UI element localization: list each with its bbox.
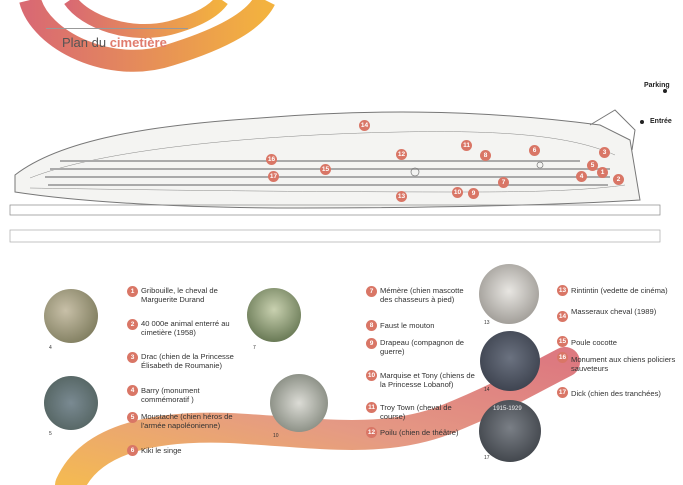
legend-number: 12 [366, 427, 377, 438]
map-marker[interactable]: 7 [498, 177, 509, 188]
map-marker[interactable]: 4 [576, 171, 587, 182]
legend-item: Barry (monument commémoratif ) [141, 386, 200, 404]
photo-circle [44, 289, 98, 343]
map-marker[interactable]: 10 [452, 187, 463, 198]
legend-item: Marquise et Tony (chiens de la Princesse… [380, 371, 475, 389]
legend-number: 13 [557, 285, 568, 296]
legend-item: Gribouille, le cheval de Marguerite Dura… [141, 286, 218, 304]
map-marker[interactable]: 8 [480, 150, 491, 161]
map-marker[interactable]: 13 [396, 191, 407, 202]
legend-number: 15 [557, 336, 568, 347]
legend-number: 14 [557, 311, 568, 322]
legend-item: Rintintin (vedette de cinéma) [571, 286, 668, 295]
photo-label: 7 [253, 345, 256, 351]
legend-number: 3 [127, 352, 138, 363]
photo-label: 17 [484, 455, 490, 461]
title-prefix: Plan du [62, 35, 110, 50]
photo-label: 4 [49, 345, 52, 351]
cemetery-map [9, 109, 661, 243]
photo-circle: 1915-1929 [479, 400, 541, 462]
map-marker[interactable]: 1 [597, 167, 608, 178]
legend-number: 2 [127, 319, 138, 330]
photo-label: 5 [49, 431, 52, 437]
legend-number: 7 [366, 286, 377, 297]
photo-circle [44, 376, 98, 430]
legend-number: 16 [557, 352, 568, 363]
legend-item: Monument aux chiens policiers sauveteurs [571, 355, 676, 373]
plaque-text: 1915-1929 [493, 406, 522, 412]
photo-circle [270, 374, 328, 432]
page-title: Plan du cimetière [62, 35, 167, 50]
legend-number: 8 [366, 320, 377, 331]
legend-item: Dick (chien des tranchées) [571, 389, 661, 398]
entree-label: Entrée [650, 118, 672, 125]
map-marker[interactable]: 14 [359, 120, 370, 131]
legend-number: 1 [127, 286, 138, 297]
legend-item: 40 000e animal enterré au cimetière (195… [141, 319, 230, 337]
map-marker[interactable]: 3 [599, 147, 610, 158]
map-marker[interactable]: 2 [613, 174, 624, 185]
photo-label: 13 [484, 320, 490, 326]
legend-item: Troy Town (cheval de course) [380, 403, 452, 421]
map-marker[interactable]: 16 [266, 154, 277, 165]
map-marker[interactable]: 15 [320, 164, 331, 175]
legend-item: Mémère (chien mascotte des chasseurs à p… [380, 286, 464, 304]
photo-label: 10 [273, 433, 279, 439]
legend-item: Drac (chien de la Princesse Élisabeth de… [141, 352, 234, 370]
parking-dot [663, 89, 667, 93]
title-highlight: cimetière [109, 35, 167, 50]
map-marker[interactable]: 6 [529, 145, 540, 156]
map-marker[interactable]: 17 [268, 171, 279, 182]
photo-circle [247, 288, 301, 342]
legend-number: 4 [127, 385, 138, 396]
legend-item: Drapeau (compagnon de guerre) [380, 338, 465, 356]
photo-circle [480, 331, 540, 391]
photo-label: 14 [484, 387, 490, 393]
parking-label: Parking [644, 82, 670, 89]
legend-item: Poule cocotte [571, 338, 618, 347]
legend-number: 10 [366, 370, 377, 381]
map-marker[interactable]: 9 [468, 188, 479, 199]
entree-dot [640, 120, 644, 124]
legend-number: 11 [366, 402, 377, 413]
legend-number: 17 [557, 387, 568, 398]
legend-item: Poilu (chien de théâtre) [380, 428, 459, 437]
legend-item: Moustache (chien héros de l'armée napolé… [141, 412, 233, 430]
title-rule [46, 28, 188, 29]
legend-number: 6 [127, 445, 138, 456]
legend-item: Faust le mouton [380, 321, 435, 330]
legend-number: 9 [366, 338, 377, 349]
legend-item: Kiki le singe [141, 446, 182, 455]
map-marker[interactable]: 11 [461, 140, 472, 151]
photo-circle [479, 264, 539, 324]
map-marker[interactable]: 12 [396, 149, 407, 160]
legend-number: 5 [127, 412, 138, 423]
map-marker[interactable]: 5 [587, 160, 598, 171]
legend-item: Masseraux cheval (1989) [571, 307, 657, 316]
